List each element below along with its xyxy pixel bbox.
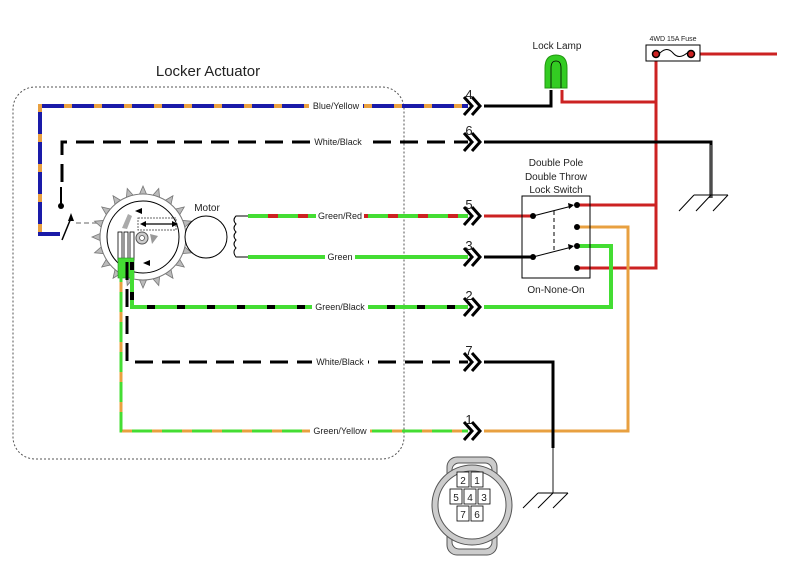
lamp-ground-wire <box>484 90 553 108</box>
wire-label-white-black-6: White/Black <box>314 137 362 147</box>
lock-switch[interactable]: Double Pole Double Throw Lock Switch On-… <box>521 158 591 296</box>
connector-pin-label: 7 <box>460 510 466 521</box>
connector-chevron-pin-5 <box>462 206 475 226</box>
connector-pin-cell <box>456 471 470 488</box>
connector-chevron-pin-2 <box>470 297 483 317</box>
wire-label-green: Green <box>327 252 352 262</box>
wire-white-black-6: White/Black <box>60 136 468 182</box>
connector-chevron-pin-3 <box>462 247 475 267</box>
wire-label-green-black: Green/Black <box>315 302 365 312</box>
wire-label-green-yellow: Green/Yellow <box>313 426 367 436</box>
pin-number-6: 6 <box>465 123 472 138</box>
connector-pin-cell <box>470 471 484 488</box>
fuse-feed-wire <box>578 54 658 270</box>
connector-pin-cell <box>456 505 470 522</box>
pin-number-2: 2 <box>465 288 472 303</box>
connector-chevron-pin-5 <box>470 206 483 226</box>
ground-icon-bottom <box>522 492 569 509</box>
wire-green-yellow: Green/Yellow <box>119 262 468 437</box>
lamp-power-wire <box>560 90 656 104</box>
connector-pin-label: 3 <box>481 493 487 504</box>
wire-green-red: Green/Red <box>248 210 468 222</box>
pin-number-1: 1 <box>465 412 472 427</box>
switch-label-line-3: Lock Switch <box>529 185 582 196</box>
lock-lamp-label: Lock Lamp <box>533 41 582 52</box>
actuator-title: Locker Actuator <box>156 63 260 80</box>
ground-icon-right <box>678 194 729 212</box>
connector-chevron-pin-3 <box>470 247 483 267</box>
connector-chevron-pin-2 <box>462 297 475 317</box>
connector-pin-cell <box>470 505 484 522</box>
wire-green: Green <box>248 251 468 263</box>
connector-pin-cell <box>477 488 491 505</box>
connector-chevron-pin-7 <box>470 352 483 372</box>
ground-wire-6 <box>484 140 713 198</box>
ground-wire-7 <box>484 360 555 448</box>
connector-pin-label: 6 <box>474 510 480 521</box>
switch-green-return-wire <box>484 244 613 309</box>
connector-chevron-pin-7 <box>462 352 475 372</box>
connector-pin-label: 5 <box>453 493 459 504</box>
connector-chevron-pin-1 <box>462 421 475 441</box>
wire-label-green-red: Green/Red <box>318 211 362 221</box>
connector-chevron-pin-6 <box>462 132 475 152</box>
connector-chevron-pin-4 <box>462 96 475 116</box>
wire-white-black-7: White/Black <box>125 262 468 368</box>
connector-pin-label: 2 <box>460 476 466 487</box>
pin-number-4: 4 <box>465 87 472 102</box>
pin-number-5: 5 <box>465 197 472 212</box>
connector-pin-label: 4 <box>467 493 473 504</box>
pin-number-7: 7 <box>465 343 472 358</box>
lock-lamp-icon: Lock Lamp <box>533 41 582 89</box>
actuator-boundary <box>12 86 405 460</box>
fuse-icon: 4WD 15A Fuse <box>645 36 701 62</box>
wire-label-blue-yellow: Blue/Yellow <box>313 101 360 111</box>
connector-chevron-pin-1 <box>470 421 483 441</box>
wire-label-white-black-7: White/Black <box>316 357 364 367</box>
connector-pin-cell <box>449 488 463 505</box>
connector-pin-cell <box>463 488 477 505</box>
connector-chevrons <box>462 96 483 441</box>
fuse-label: 4WD 15A Fuse <box>649 36 696 43</box>
switch-label-line-2: Double Throw <box>525 172 588 183</box>
wire-blue-yellow: Blue/Yellow <box>38 100 468 236</box>
switch-label-line-1: Double Pole <box>529 158 584 169</box>
motor-label: Motor <box>194 203 220 214</box>
connector-pin-label: 1 <box>474 476 480 487</box>
motor-icon: Motor <box>184 203 248 259</box>
pin-number-3: 3 <box>465 238 472 253</box>
switch-orange-wire <box>484 225 630 433</box>
gear-icon <box>90 184 196 290</box>
wire-green-black: Green/Black <box>130 262 468 313</box>
connector-chevron-pin-6 <box>470 132 483 152</box>
switch-mode-label: On-None-On <box>527 285 584 296</box>
connector-chevron-pin-4 <box>470 96 483 116</box>
